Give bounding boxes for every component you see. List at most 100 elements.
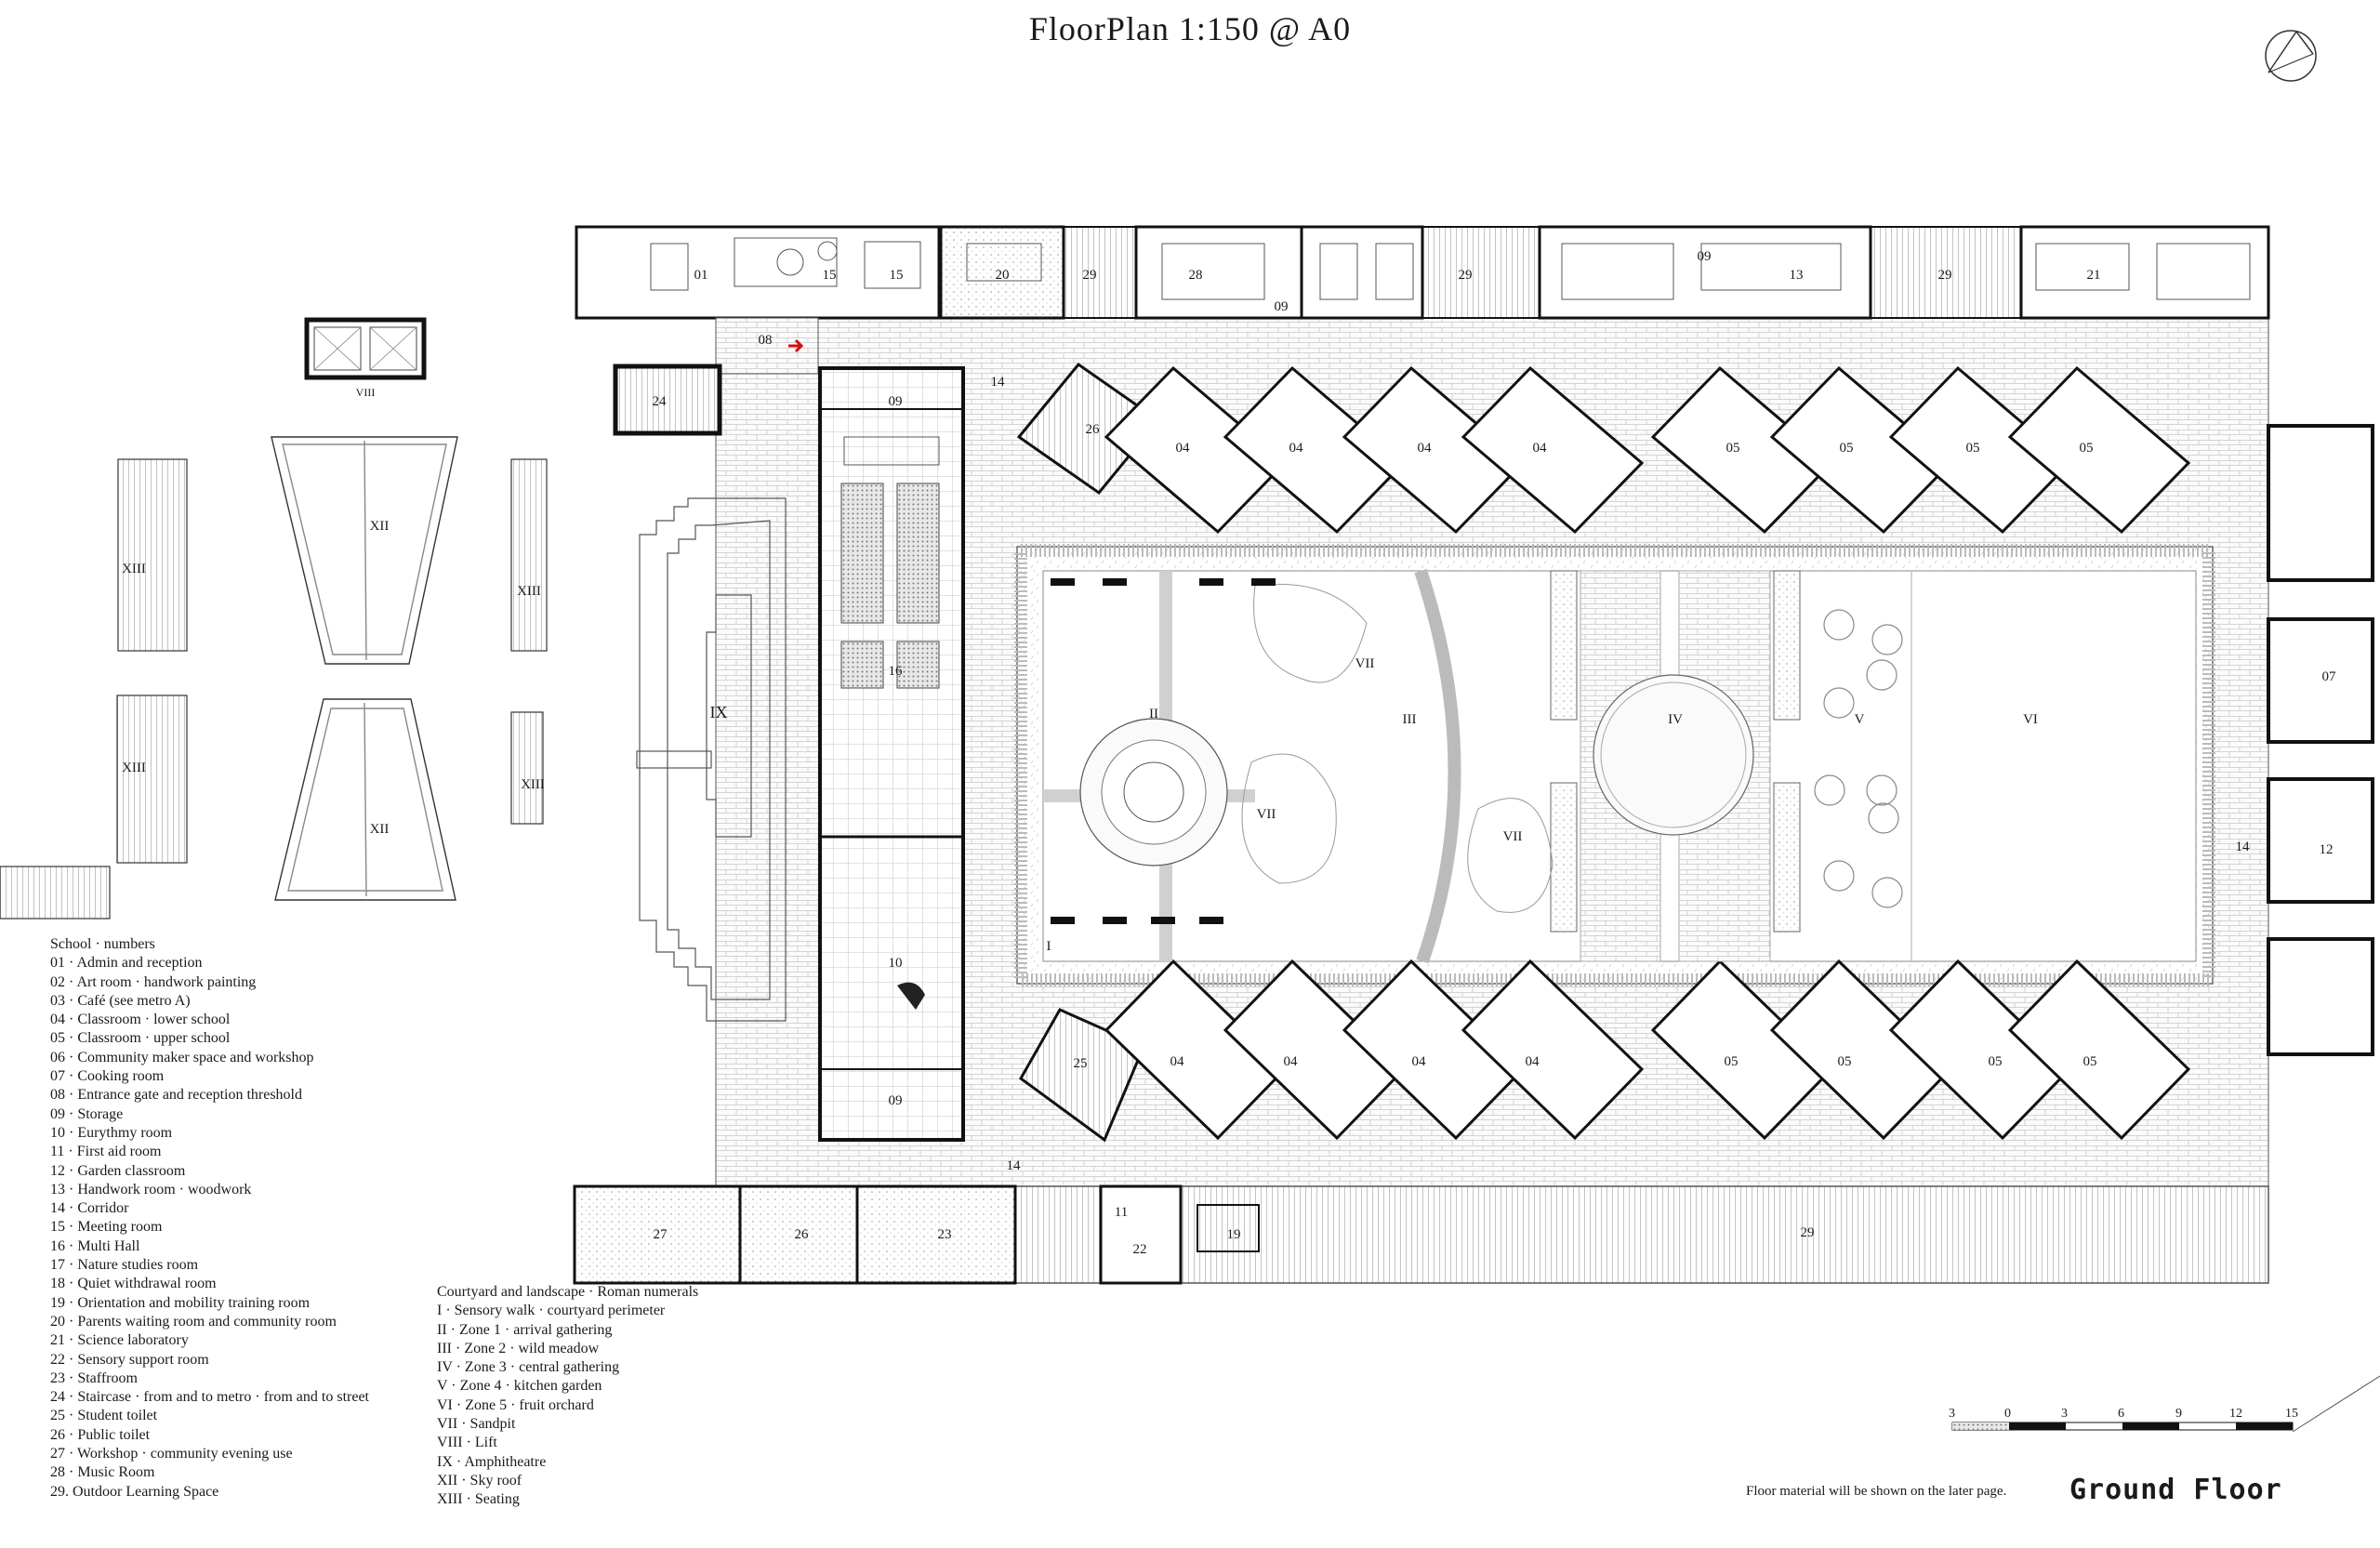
plan-label: 14 <box>1007 1158 1022 1173</box>
plan-label: 04 <box>1176 441 1191 456</box>
plan-label: 05 <box>1840 441 1854 456</box>
school-legend-heading: School · numbers <box>50 936 155 952</box>
legend-item: IX · Amphitheatre <box>437 1453 547 1470</box>
legend-item: I · Sensory walk · courtyard perimeter <box>437 1303 666 1319</box>
plan-label: 22 <box>1133 1242 1147 1257</box>
scale-bar <box>1951 1375 2380 1433</box>
legend-item: 08 · Entrance gate and reception thresho… <box>50 1087 302 1104</box>
legend-item: 14 · Corridor <box>50 1200 129 1217</box>
legend-item: V · Zone 4 · kitchen garden <box>437 1378 602 1395</box>
plan-label: III <box>1403 712 1417 727</box>
plan-label: 29 <box>1801 1225 1815 1240</box>
legend-item: 12 · Garden classroom <box>50 1162 186 1179</box>
seating-benches <box>116 458 548 864</box>
plan-label: 04 <box>1412 1054 1427 1069</box>
plan-label: 13 <box>1790 268 1804 283</box>
plan-label: 14 <box>991 375 1006 390</box>
floor-label: Ground Floor <box>2069 1474 2282 1506</box>
legend-item: VI · Zone 5 · fruit orchard <box>437 1396 594 1413</box>
top-classrooms <box>1016 362 2191 535</box>
legend-item: 27 · Workshop · community evening use <box>50 1446 293 1462</box>
plan-label: 29 <box>1938 268 1952 283</box>
plan-label: 04 <box>1533 441 1548 456</box>
plan-label: XIII <box>122 562 146 576</box>
plan-label: II <box>1149 707 1158 721</box>
legend-item: 09 · Storage <box>50 1105 124 1122</box>
plan-label: 21 <box>2087 268 2101 283</box>
legend-item: 19 · Orientation and mobility training r… <box>50 1294 311 1311</box>
plan-label: 04 <box>1284 1054 1299 1069</box>
plan-label: 09 <box>889 1093 903 1108</box>
plan-label: 12 <box>2320 842 2334 857</box>
plan-label: 11 <box>1115 1205 1128 1220</box>
plan-label: XIII <box>517 584 541 599</box>
plan-label: 27 <box>654 1227 668 1242</box>
plan-label: 23 <box>938 1227 952 1242</box>
plan-label: IV <box>1668 712 1683 727</box>
legend-item: 26 · Public toilet <box>50 1426 151 1443</box>
plan-label: 20 <box>996 268 1010 283</box>
legend-item: 25 · Student toilet <box>50 1408 158 1424</box>
multi-hall <box>818 366 965 1142</box>
page-title: FloorPlan 1:150 @ A0 <box>1028 10 1352 47</box>
plan-label: 08 <box>759 333 773 348</box>
legend-item: 10 · Eurythmy room <box>50 1124 173 1141</box>
legend-item: 16 · Multi Hall <box>50 1237 140 1254</box>
scale-tick: 9 <box>2175 1407 2182 1421</box>
legend-item: 29. Outdoor Learning Space <box>50 1483 219 1500</box>
plan-label: 05 <box>1989 1054 2003 1069</box>
plan-label: 26 <box>795 1227 810 1242</box>
legend-item: 01 · Admin and reception <box>50 955 203 972</box>
staircase-block <box>613 364 722 436</box>
scale-tick: 12 <box>2229 1407 2242 1421</box>
plan-label: 05 <box>1838 1054 1852 1069</box>
legend-item: XIII · Seating <box>437 1491 520 1508</box>
landscape-legend-heading: Courtyard and landscape · Roman numerals <box>437 1284 699 1300</box>
legend-item: 28 · Music Room <box>50 1464 155 1481</box>
plan-label: 05 <box>2083 1054 2097 1069</box>
legend-item: IV · Zone 3 · central gathering <box>437 1359 620 1376</box>
plan-label: VII <box>1257 807 1276 822</box>
bottom-room-strip <box>573 1184 2269 1285</box>
plan-label: 19 <box>1227 1227 1241 1242</box>
scale-tick: 15 <box>2285 1407 2298 1421</box>
plan-label: 28 <box>1189 268 1203 283</box>
plan-label: 04 <box>1289 441 1304 456</box>
plan-label: I <box>1047 939 1051 954</box>
bottom-classrooms <box>1019 959 2191 1143</box>
plan-label: 29 <box>1459 268 1473 283</box>
plan-label: 25 <box>1074 1056 1088 1071</box>
plan-label: VIII <box>356 386 376 399</box>
plan-label: 05 <box>1725 1054 1739 1069</box>
scale-tick: 0 <box>2004 1407 2011 1421</box>
lift-block <box>304 317 427 380</box>
plan-label: 05 <box>1966 441 1980 456</box>
plan-label: 14 <box>2236 840 2251 854</box>
plan-label: IX <box>710 703 728 721</box>
plan-label: XII <box>370 822 390 837</box>
plan-label: 04 <box>1526 1054 1540 1069</box>
amphitheatre <box>636 497 787 1022</box>
plan-label: 26 <box>1086 422 1101 437</box>
legend-item: 03 · Café (see metro A) <box>50 992 191 1009</box>
plan-label: 09 <box>889 394 903 409</box>
plan-label: 07 <box>2322 669 2337 684</box>
plan-label: VII <box>1503 829 1523 844</box>
legend-item: 15 · Meeting room <box>50 1219 163 1236</box>
courtyard-zones <box>1043 568 1912 964</box>
legend-item: 18 · Quiet withdrawal room <box>50 1276 217 1292</box>
scale-tick: 3 <box>1949 1407 1955 1421</box>
legend-item: 02 · Art room · handwork painting <box>50 973 257 990</box>
plan-label: 09 <box>1698 249 1712 264</box>
legend-item: VII · Sandpit <box>437 1416 516 1433</box>
plan-label: 16 <box>889 664 904 679</box>
legend-item: 22 · Sensory support room <box>50 1351 209 1368</box>
plan-label: XIII <box>122 761 146 775</box>
plan-label: XII <box>370 519 390 534</box>
legend-item: 04 · Classroom · lower school <box>50 1012 231 1028</box>
footer-note: Floor material will be shown on the late… <box>1746 1484 2007 1499</box>
legend-item: III · Zone 2 · wild meadow <box>437 1340 600 1356</box>
legend-item: 21 · Science laboratory <box>50 1332 189 1349</box>
